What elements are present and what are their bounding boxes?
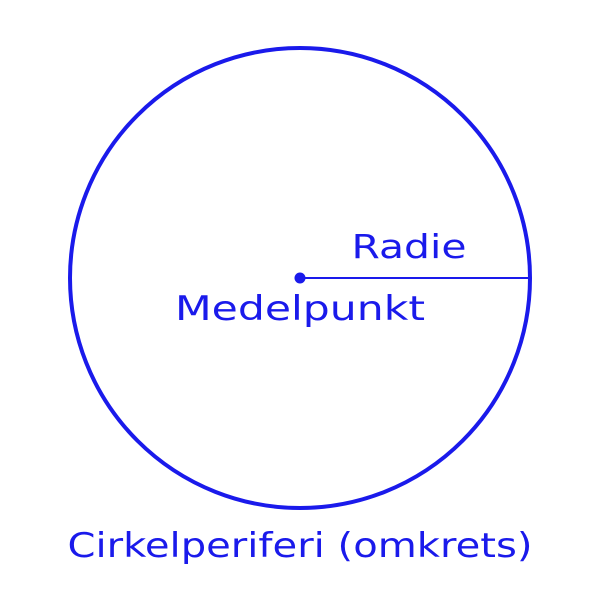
radius-label: Radie: [352, 227, 467, 266]
circumference-label: Cirkelperiferi (omkrets): [68, 526, 533, 566]
center-point: [294, 272, 306, 284]
center-label: Medelpunkt: [175, 289, 425, 329]
